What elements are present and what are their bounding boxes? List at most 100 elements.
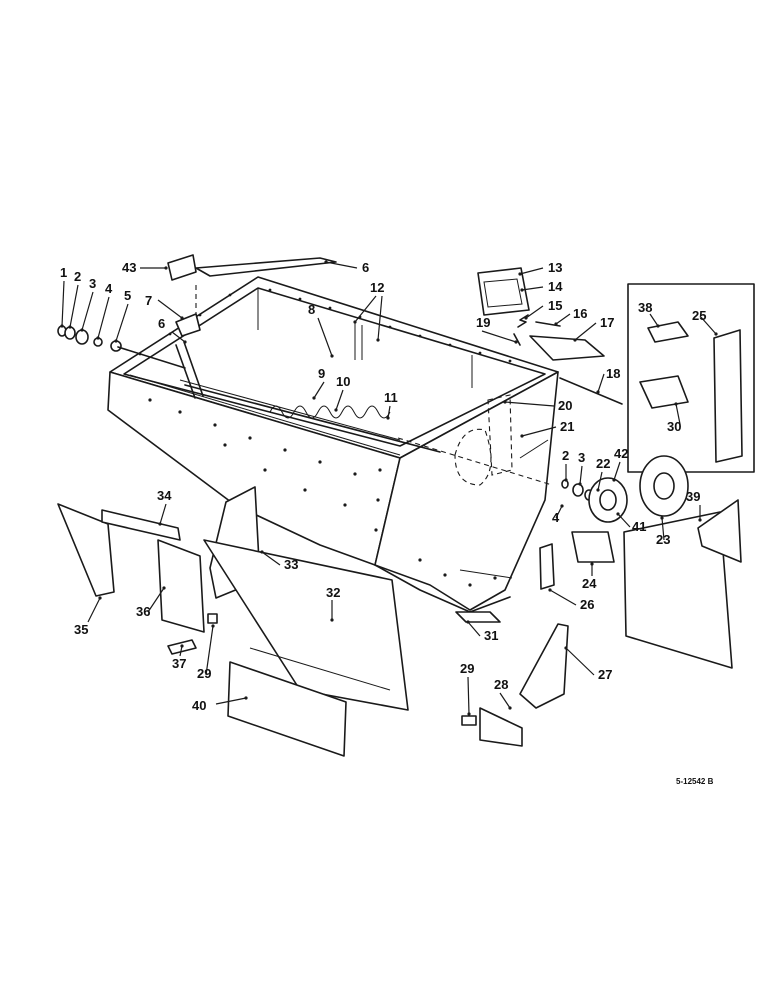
leader-arrow-tip [98,596,102,600]
hopper-rivets [138,288,512,587]
leader-line [597,373,605,393]
leader-arrow-tip [312,396,316,400]
leader-line [549,589,577,606]
callout-1: 1 [60,265,67,280]
callout-35: 35 [74,622,88,637]
leader-line [377,295,383,341]
callout-17: 17 [600,315,614,330]
leader-line [467,621,481,637]
leader-line [81,291,94,331]
leader-line [675,403,681,425]
leader-arrow-tip [596,390,600,394]
leader-line [261,551,281,566]
leader-line [521,426,557,437]
leader-line [317,317,333,357]
callout-36: 36 [136,604,150,619]
callout-8: 8 [308,302,315,317]
leader-arrow-tip [158,522,162,526]
leader-line [649,313,659,327]
callout-13: 13 [548,260,562,275]
leader-arrow-tip [162,586,166,590]
cover-assembly [477,267,623,405]
leader-arrow-tip [324,260,328,264]
callout-27: 27 [598,667,612,682]
leader-line [157,299,183,319]
callout-12: 12 [370,280,384,295]
callout-labels: 1 2 3 4 5 6 6 7 8 9 10 11 12 13 14 15 16… [60,260,714,786]
leader-arrow-tip [564,646,568,650]
leader-arrow-tip [376,338,380,342]
leader-arrow-tip [503,400,507,404]
callout-9: 9 [318,366,325,381]
leader-arrow-tip [612,478,616,482]
leader-line [335,389,344,411]
callout-23: 23 [656,532,670,547]
leader-line [499,692,511,709]
callout-30: 30 [667,419,681,434]
figure-reference-code: 5-12542 B [676,777,714,786]
leader-arrow-tip [573,338,577,342]
callout-7: 7 [145,293,152,308]
callout-29-left: 29 [197,666,211,681]
leader-arrow-tip [520,288,524,292]
leader-line [519,267,544,275]
callout-6-top: 6 [362,260,369,275]
leader-line [87,597,101,623]
leader-line [579,465,583,485]
leader-line [115,303,129,342]
leader-line [555,313,571,325]
callout-2: 2 [74,269,81,284]
leader-line [504,401,555,407]
leader-arrow-tip [353,320,357,324]
callout-34: 34 [157,488,172,503]
callout-14: 14 [548,279,563,294]
leader-line [661,517,665,541]
top-parts [167,254,337,399]
leader-arrow-tip [596,488,600,492]
leader-line [325,261,358,269]
hopper-box [107,276,559,613]
callout-37: 37 [172,656,186,671]
callout-41: 41 [632,519,646,534]
leader-line [215,697,247,705]
leader-arrow-tip [656,324,660,328]
leader-arrow-tip [180,644,184,648]
callout-38: 38 [638,300,652,315]
inset-box [627,283,755,473]
callout-39: 39 [686,489,700,504]
callout-22: 22 [596,456,610,471]
leader-line [171,331,186,343]
callout-29-right: 29 [460,661,474,676]
leader-line [387,405,391,419]
leader-line [147,587,165,613]
leader-arrow-tip [183,340,187,344]
leader-arrow-tip [616,512,620,516]
leader-line [617,513,631,528]
callout-31: 31 [484,628,498,643]
callout-10: 10 [336,374,350,389]
leader-line [159,503,167,525]
leader-arrow-tip [520,434,524,438]
leader-arrow-tip [590,562,594,566]
leader-arrow-tip [334,408,338,412]
leader-line [555,505,563,519]
callout-5: 5 [124,288,131,303]
leader-line [699,315,717,335]
leader-line [354,295,377,323]
lower-brackets [461,623,569,747]
callout-43: 43 [122,260,136,275]
leader-arrow-tip [330,354,334,358]
leader-arrow-tip [114,339,118,343]
leader-arrow-tip [560,504,564,508]
leader-line [97,296,110,339]
leader-line [613,461,621,481]
right-hardware [539,455,742,669]
callout-11: 11 [384,390,398,405]
leader-line [467,676,470,715]
leader-arrow-tip [674,402,678,406]
leader-arrow-tip [578,482,582,486]
leader-line [205,625,214,676]
leader-line [69,284,79,328]
